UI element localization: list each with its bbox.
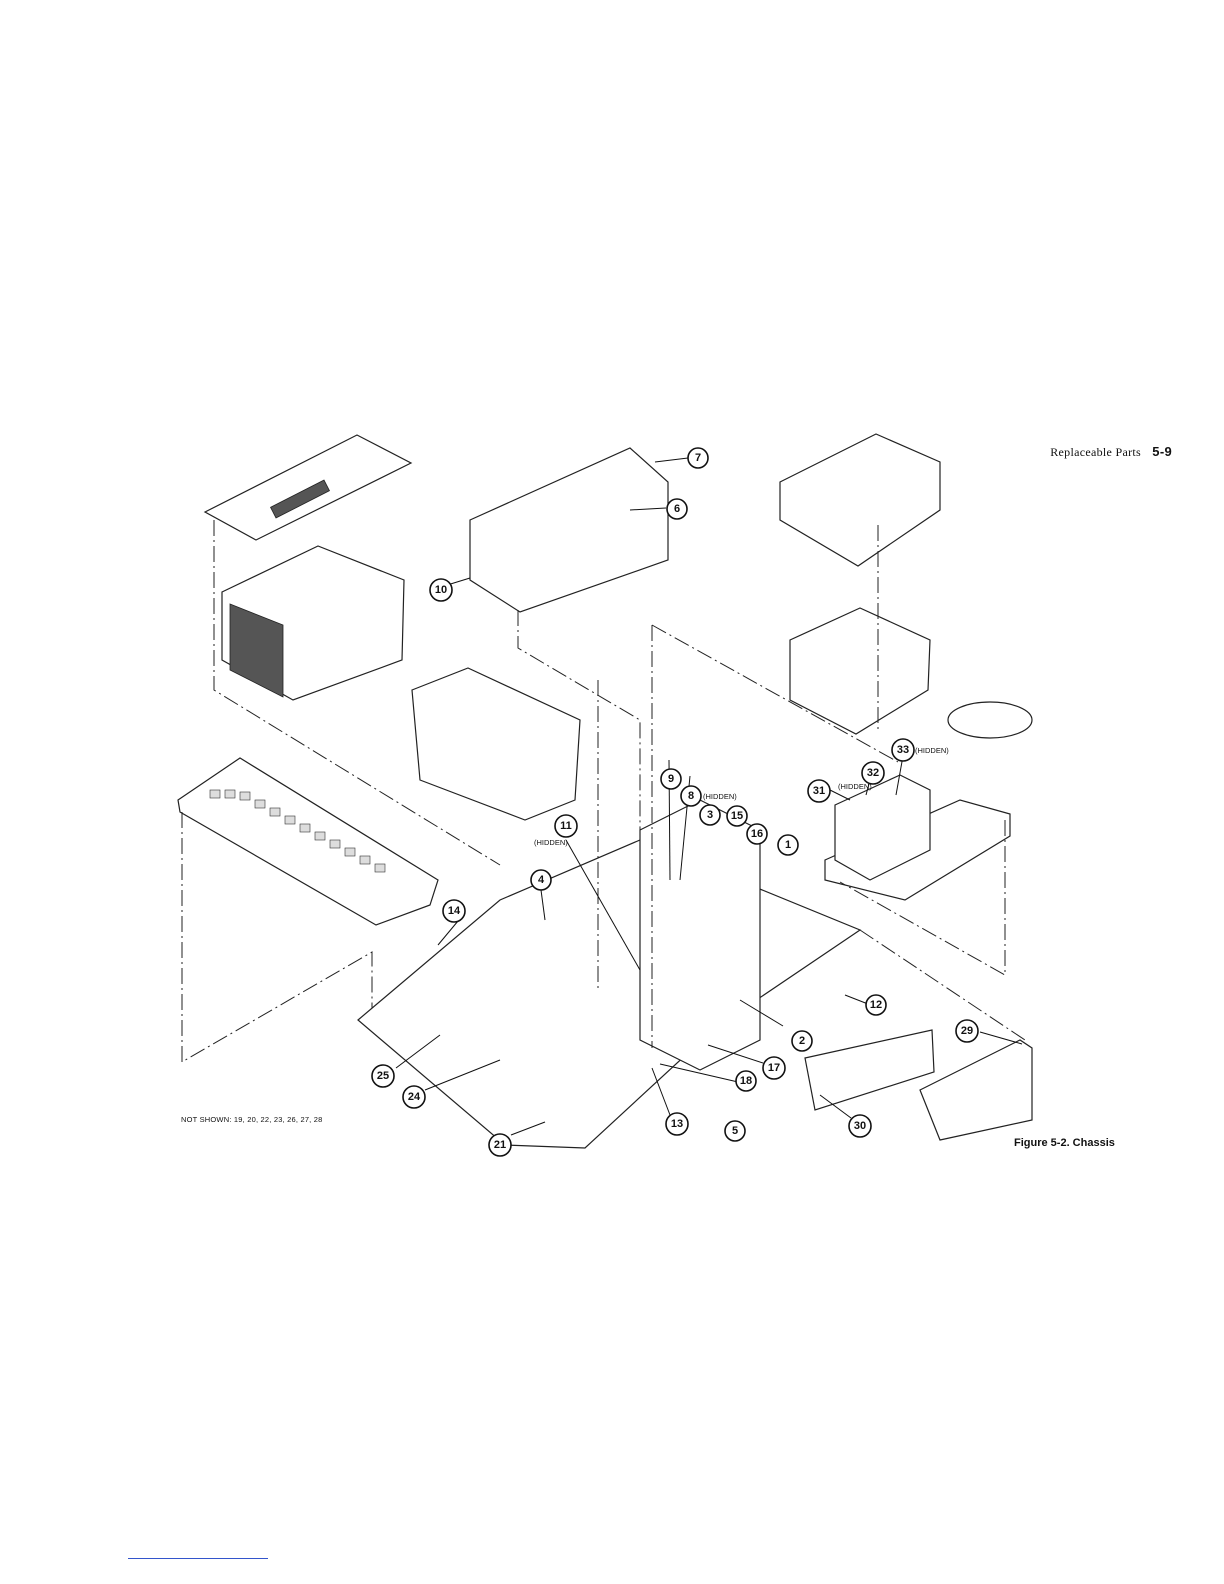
card-cage: [470, 448, 668, 612]
callout-8-label: 8: [688, 790, 694, 802]
callout-1: 1: [778, 835, 798, 855]
callout-13-label: 13: [671, 1118, 683, 1130]
hidden-label-8: (HIDDEN): [703, 792, 737, 801]
callout-14: 14: [443, 900, 465, 922]
callout-21: 21: [489, 1134, 511, 1156]
power-cord: [948, 702, 1032, 738]
callout-31-label: 31: [813, 785, 825, 797]
callout-18-label: 18: [740, 1075, 752, 1087]
callout-10-label: 10: [435, 584, 447, 596]
side-panel: [920, 1040, 1032, 1140]
callout-29-label: 29: [961, 1025, 973, 1037]
callout-13: 13: [666, 1113, 688, 1135]
callout-12-label: 12: [870, 999, 882, 1011]
printer-mechanism: [412, 668, 580, 820]
callout-11-label: 11: [560, 820, 572, 832]
callout-7: 7: [688, 448, 708, 468]
callout-6-label: 6: [674, 503, 680, 515]
callout-5: 5: [725, 1121, 745, 1141]
callout-3-label: 3: [707, 809, 713, 821]
callout-31: 31: [808, 780, 830, 802]
callout-24-label: 24: [408, 1091, 421, 1103]
callout-24: 24: [403, 1086, 425, 1108]
callout-7-label: 7: [695, 452, 701, 464]
callout-29: 29: [956, 1020, 978, 1042]
callout-14-label: 14: [448, 905, 461, 917]
footer-rule: [128, 1558, 268, 1559]
keyboard: [178, 758, 438, 925]
callout-30: 30: [849, 1115, 871, 1137]
callout-2: 2: [792, 1031, 812, 1051]
callout-33-label: 33: [897, 744, 909, 756]
callout-3: 3: [700, 805, 720, 825]
not-shown-note: NOT SHOWN: 19, 20, 22, 23, 26, 27, 28: [181, 1115, 323, 1124]
callout-11: 11: [555, 815, 577, 837]
hard-drive: [790, 608, 930, 734]
callout-8: 8: [681, 786, 701, 806]
callout-2-label: 2: [799, 1035, 805, 1047]
figure-caption: Figure 5-2. Chassis: [1014, 1137, 1115, 1149]
callout-21-label: 21: [494, 1139, 506, 1151]
callout-16: 16: [747, 824, 767, 844]
callout-12: 12: [866, 995, 886, 1015]
callout-30-label: 30: [854, 1120, 866, 1132]
callout-6: 6: [667, 499, 687, 519]
callout-15-label: 15: [731, 810, 743, 822]
chassis-card-bay: [640, 800, 760, 1070]
callout-17-label: 17: [768, 1062, 780, 1074]
callout-33: 33: [892, 739, 914, 761]
callout-9-label: 9: [668, 773, 674, 785]
hidden-label-33: (HIDDEN): [915, 746, 949, 755]
callout-18: 18: [736, 1071, 756, 1091]
callout-9: 9: [661, 769, 681, 789]
callout-17: 17: [763, 1057, 785, 1079]
callout-4-label: 4: [538, 874, 545, 886]
callout-25: 25: [372, 1065, 394, 1087]
callout-10: 10: [430, 579, 452, 601]
callout-32-label: 32: [867, 767, 879, 779]
floppy-drive: [780, 434, 940, 566]
top-plate: [205, 435, 411, 540]
callout-4: 4: [531, 870, 551, 890]
callout-25-label: 25: [377, 1070, 389, 1082]
callout-15: 15: [727, 806, 747, 826]
callout-32: 32: [862, 762, 884, 784]
callout-16-label: 16: [751, 828, 763, 840]
callout-5-label: 5: [732, 1125, 738, 1137]
callout-1-label: 1: [785, 839, 791, 851]
hidden-label-11: (HIDDEN): [534, 838, 568, 847]
hidden-label-31: (HIDDEN): [838, 782, 872, 791]
